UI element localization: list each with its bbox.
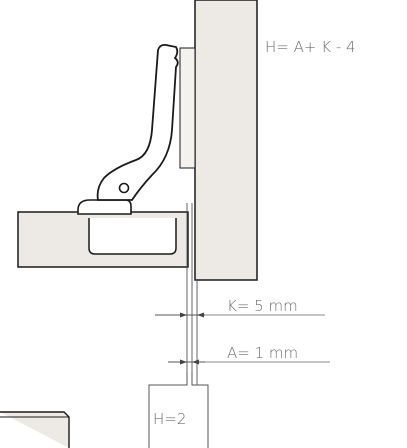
drawer-corner xyxy=(0,411,70,448)
k-arrow-left xyxy=(180,312,187,318)
side-panel xyxy=(194,0,258,281)
hinge-cup-icon xyxy=(88,218,177,255)
k-arrow-right xyxy=(197,312,204,318)
formula-label: H= A+ K - 4 xyxy=(265,38,356,56)
a-arrow-right xyxy=(192,359,199,365)
h-pointer-tag xyxy=(148,372,209,448)
hinge-arm-icon xyxy=(96,43,179,201)
screw-hole-icon xyxy=(118,182,130,194)
a-label: A= 1 mm xyxy=(227,344,298,362)
hinge-base-icon xyxy=(77,199,132,215)
h-label: H=2 xyxy=(153,410,186,428)
mounting-plate xyxy=(179,47,196,169)
a-arrow-left xyxy=(180,359,187,365)
k-label: K= 5 mm xyxy=(227,297,298,315)
